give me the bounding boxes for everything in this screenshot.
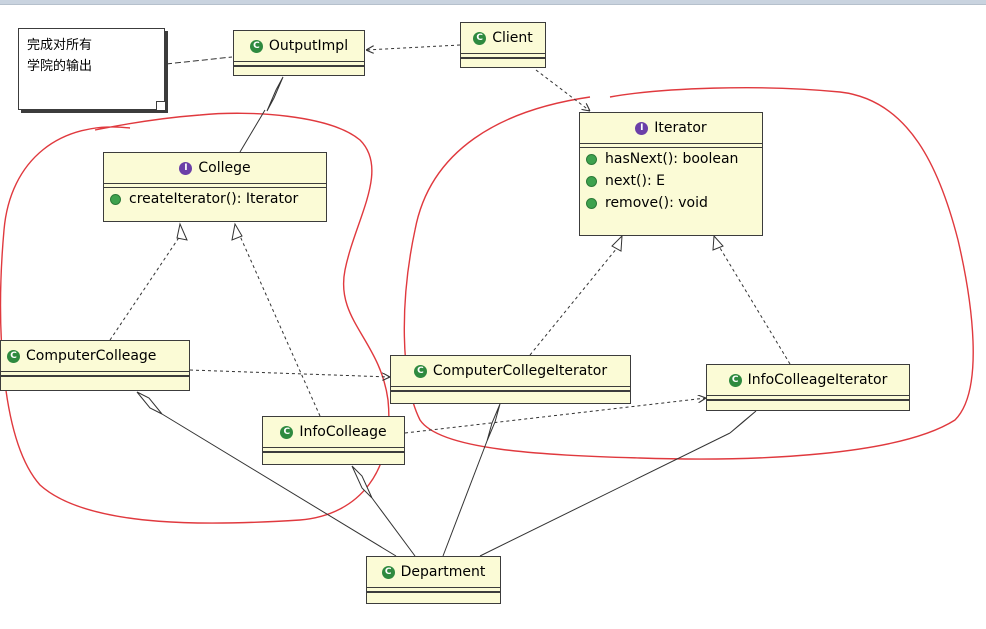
class-computercolleage-header: C ComputerColleage — [1, 341, 189, 371]
method-remove[interactable]: remove(): void — [580, 192, 762, 214]
class-computercollegeiterator-method-compartment — [391, 391, 630, 396]
note-line-1: 完成对所有 — [27, 38, 93, 53]
class-outputimpl-name: OutputImpl — [268, 38, 349, 54]
interface-iterator-attr-compartment — [580, 143, 762, 148]
agg-infocolleageiterator-department — [479, 432, 731, 557]
agg-computercolleage-department — [161, 413, 397, 557]
method-createiterator[interactable]: createIterator(): Iterator — [104, 188, 326, 210]
class-client-attr-compartment — [461, 53, 545, 58]
class-computercollegeiterator[interactable]: C ComputerCollegeIterator — [390, 355, 631, 404]
top-border — [0, 0, 986, 5]
interface-iterator[interactable]: I Iterator hasNext(): boolean next(): E … — [579, 112, 763, 236]
method-label: next(): E — [605, 173, 665, 189]
realize-infocolleage-college — [239, 235, 321, 417]
interface-icon: I — [179, 161, 193, 175]
class-computercolleage-attr-compartment — [1, 371, 189, 376]
class-department[interactable]: C Department — [366, 556, 501, 604]
method-label: createIterator(): Iterator — [129, 191, 299, 207]
class-computercolleage-method-compartment — [1, 376, 189, 381]
realize-infocolleageiterator-iterator — [719, 247, 791, 365]
class-department-method-compartment — [367, 592, 500, 597]
note-fold — [156, 101, 165, 110]
agg-computercollegeiterator-department — [442, 440, 488, 557]
class-outputimpl-attr-compartment — [234, 61, 364, 66]
class-outputimpl[interactable]: C OutputImpl — [233, 30, 365, 76]
realize-computercollegeiterator-iterator — [529, 247, 618, 356]
interface-college-name: College — [198, 160, 251, 176]
interface-iterator-header: I Iterator — [580, 113, 762, 143]
dep-computercolleage-computercollegeiterator — [189, 369, 390, 377]
class-infocolleage[interactable]: C InfoColleage — [262, 416, 405, 465]
class-client-name: Client — [492, 30, 533, 46]
class-infocolleage-name: InfoColleage — [299, 424, 387, 440]
method-label: hasNext(): boolean — [605, 151, 739, 167]
class-computercollegeiterator-header: C ComputerCollegeIterator — [391, 356, 630, 386]
class-icon: C — [7, 349, 20, 363]
class-icon: C — [280, 425, 294, 439]
note-line-2: 学院的输出 — [27, 59, 93, 74]
method-hasnext[interactable]: hasNext(): boolean — [580, 148, 762, 170]
class-client-header: C Client — [461, 23, 545, 53]
class-infocolleageiterator-attr-compartment — [707, 395, 909, 400]
method-label: remove(): void — [605, 195, 708, 211]
dep-client-iterator — [535, 69, 590, 111]
class-infocolleage-method-compartment — [263, 452, 404, 457]
class-infocolleage-header: C InfoColleage — [263, 417, 404, 447]
note: 完成对所有 学院的输出 — [18, 28, 165, 110]
class-computercollegeiterator-name: ComputerCollegeIterator — [432, 363, 608, 379]
interface-icon: I — [635, 121, 649, 135]
class-icon: C — [728, 373, 742, 387]
class-computercolleage-name: ComputerColleage — [26, 348, 157, 364]
class-infocolleageiterator-header: C InfoColleageIterator — [707, 365, 909, 395]
class-outputimpl-method-compartment — [234, 66, 364, 71]
agg-infocolleage-department — [371, 497, 416, 557]
public-method-icon — [586, 197, 597, 209]
class-client[interactable]: C Client — [460, 22, 546, 68]
class-department-attr-compartment — [367, 587, 500, 592]
class-infocolleageiterator-name: InfoColleageIterator — [747, 372, 888, 388]
class-icon: C — [381, 565, 395, 579]
public-method-icon — [586, 175, 597, 187]
class-computercolleage[interactable]: C ComputerColleage — [0, 340, 190, 391]
class-department-header: C Department — [367, 557, 500, 587]
public-method-icon — [110, 193, 121, 205]
agg-outputimpl-college — [239, 109, 266, 153]
dep-infocolleage-infocolleageiterator — [404, 398, 706, 434]
class-icon: C — [249, 39, 263, 53]
public-method-icon — [586, 153, 597, 165]
class-client-method-compartment — [461, 58, 545, 63]
class-department-name: Department — [400, 564, 486, 580]
class-icon: C — [473, 31, 487, 45]
note-link — [165, 56, 233, 65]
realize-computercolleage-college — [109, 235, 181, 341]
class-infocolleageiterator-method-compartment — [707, 400, 909, 405]
interface-iterator-name: Iterator — [654, 120, 707, 136]
dep-client-outputimpl — [366, 44, 461, 50]
interface-college-attr-compartment — [104, 183, 326, 188]
class-infocolleage-attr-compartment — [263, 447, 404, 452]
annotation-outline-right — [403, 86, 974, 460]
class-outputimpl-header: C OutputImpl — [234, 31, 364, 61]
class-infocolleageiterator[interactable]: C InfoColleageIterator — [706, 364, 910, 411]
interface-college-header: I College — [104, 153, 326, 183]
class-icon: C — [413, 364, 427, 378]
class-computercollegeiterator-attr-compartment — [391, 386, 630, 391]
method-next[interactable]: next(): E — [580, 170, 762, 192]
interface-college[interactable]: I College createIterator(): Iterator — [103, 152, 327, 222]
